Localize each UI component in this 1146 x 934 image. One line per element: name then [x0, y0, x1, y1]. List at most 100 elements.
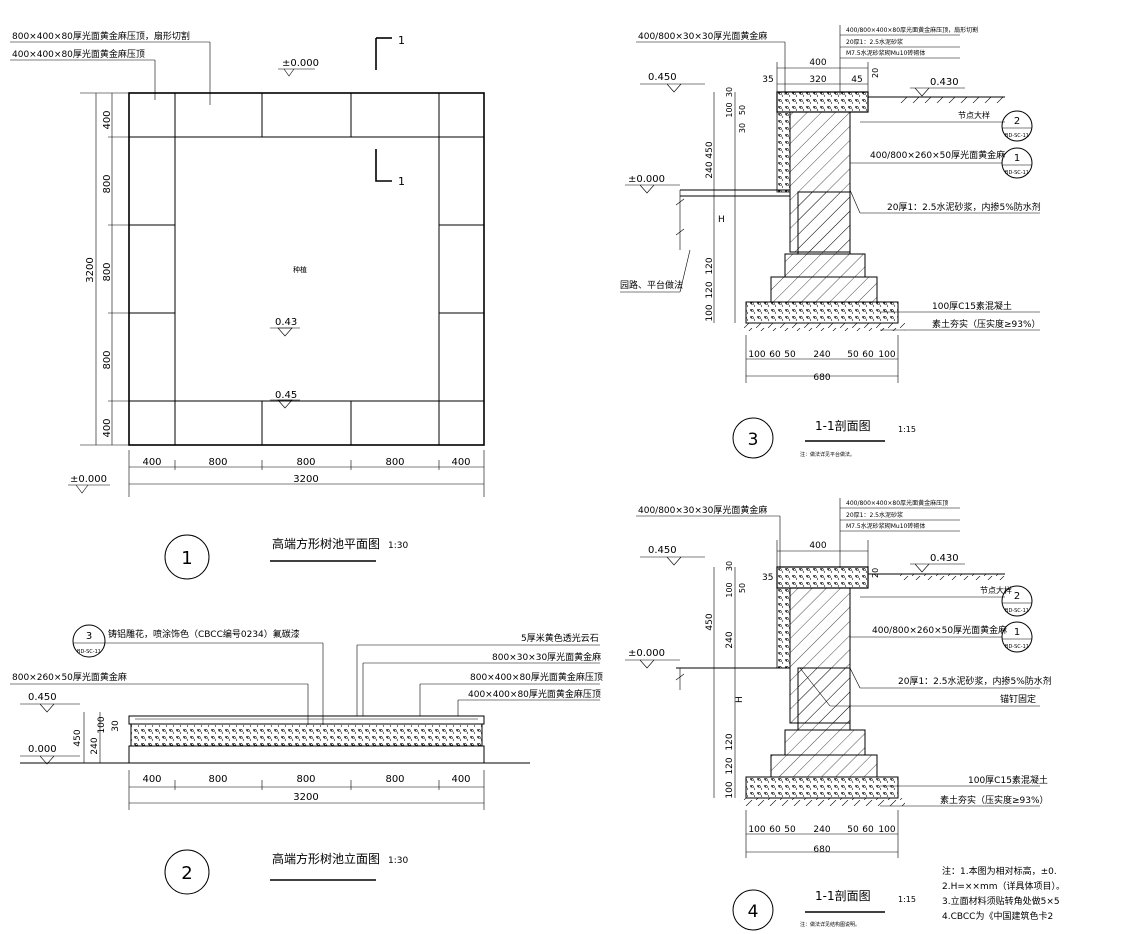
plan-dim-v-4: 800 — [102, 350, 113, 369]
s3-note-b: 20厚1：2.5水泥砂浆 — [846, 38, 903, 46]
plan-detail-no: 1 — [181, 548, 192, 569]
note-4: 4.CBCC为《中国建筑色卡2 — [942, 910, 1053, 922]
plan-scale: 1:30 — [388, 541, 408, 551]
elev-dim-100: 100 — [97, 716, 107, 733]
elev-note-2: 5厚米黄色透光云石 — [521, 632, 599, 644]
s3-note-top: 400/800×30×30厚光面黄金麻 — [638, 30, 767, 42]
s4-title: 1-1剖面图 — [815, 889, 871, 903]
s3-note-a: 400/800×400×80厚光面黄金麻压顶，扇形切割 — [846, 26, 978, 34]
s4-dim-v-120b: 120 — [725, 757, 735, 774]
note-1: 注：1.本图为相对标高，±0. — [942, 865, 1057, 877]
s4-concrete — [745, 776, 899, 799]
s3-dim-v-100: 100 — [725, 102, 734, 117]
plan-level-043: 0.43 — [275, 317, 297, 328]
s3-dim-v-100b: 100 — [705, 304, 715, 321]
plan-view: 800×400×80厚光面黄金麻压顶，扇形切割 400×400×80厚光面黄金麻… — [10, 30, 485, 580]
plan-dim-v-5: 400 — [102, 418, 113, 437]
s4-level-right: 0.430 — [930, 553, 959, 564]
s3-scale: 1:15 — [898, 425, 916, 434]
elev-coping — [128, 715, 485, 725]
s3-label-path: 园路、平台做法 — [620, 279, 683, 291]
elev-level-450: 0.450 — [28, 692, 57, 703]
s3-dim-680: 680 — [813, 373, 830, 383]
s4-dim-20: 20 — [871, 568, 880, 578]
s4-dim-b-5: 50 — [847, 825, 859, 835]
s4-level-left: 0.450 — [648, 545, 677, 556]
s4-dim-b-6: 60 — [862, 825, 874, 835]
s3-callout-b-ref: BD-SC-11 — [1005, 170, 1029, 176]
general-notes: 注：1.本图为相对标高，±0. 2.H=××mm（详具体项目）。 3.立面材料须… — [942, 862, 1140, 924]
elev-note-4: 800×260×50厚光面黄金麻 — [12, 671, 127, 683]
s4-dim-H: H — [735, 696, 745, 703]
plan-dim-h-3: 800 — [296, 457, 315, 468]
plan-dim-h-total: 3200 — [293, 474, 318, 485]
s3-note-stone: 400/800×260×50厚光面黄金麻 — [870, 149, 1005, 161]
elev-dim-30: 30 — [111, 720, 121, 732]
s3-dim-b-2: 60 — [769, 350, 781, 360]
s3-foot: 注：做法详见平台做法。 — [800, 451, 855, 458]
s4-ref-node: 节点大样 — [980, 585, 1012, 595]
elev-title: 高端方形树池立面图 — [272, 851, 380, 866]
plan-cut-mark-top: 1 — [398, 34, 405, 47]
s3-dim-b-1: 100 — [748, 350, 765, 360]
plan-note-top1: 800×400×80厚光面黄金麻压顶，扇形切割 — [12, 30, 190, 42]
elev-note-5: 800×400×80厚光面黄金麻压顶 — [470, 671, 603, 683]
s4-dim-b-4: 240 — [813, 825, 830, 835]
elev-dim-h-5: 400 — [451, 774, 470, 785]
s4-callout-b-ref: BD-SC-11 — [1005, 644, 1029, 650]
s4-note-soil: 素土夯实（压实度≥93%） — [940, 794, 1049, 806]
s4-scale: 1:15 — [898, 895, 916, 904]
s3-dim-20: 20 — [871, 68, 880, 78]
s4-dim-b-3: 50 — [784, 825, 796, 835]
elevation-view: 3 BD-SC-11 铸铝雕花，喷涂饰色（CBCC编号0234）氟碳漆 5厚米黄… — [10, 624, 603, 895]
s4-note-c: M7.5水泥砂浆砌Mu10砖砌体 — [846, 522, 925, 530]
s4-dim-v-30: 30 — [725, 561, 734, 571]
s3-dim-v-30b: 30 — [738, 123, 747, 133]
plan-level-zero: ±0.000 — [282, 58, 319, 69]
s3-dim-H: H — [718, 215, 725, 225]
plan-dim-h-4: 800 — [385, 457, 404, 468]
elev-callout-no: 3 — [86, 631, 92, 642]
s3-dim-v-240: 240 — [705, 161, 715, 178]
s3-dim-b-6: 60 — [862, 350, 874, 360]
s4-callout-a-no: 2 — [1014, 591, 1020, 602]
s3-level-right: 0.430 — [930, 77, 959, 88]
s3-ref-node: 节点大样 — [958, 110, 990, 120]
elev-dim-total: 3200 — [293, 792, 318, 803]
s3-dim-v-120b: 120 — [705, 281, 715, 298]
s3-note-concrete: 100厚C15素混凝土 — [932, 300, 1012, 312]
s4-dim-b-7: 100 — [878, 825, 895, 835]
section-4: 400/800×30×30厚光面黄金麻 400/800×400×80厚光面黄金麻… — [625, 498, 1052, 931]
s4-dim-v-120a: 120 — [725, 733, 735, 750]
plan-title: 高端方形树池平面图 — [272, 536, 380, 551]
plan-dim-h-2: 800 — [208, 457, 227, 468]
s3-dim-top-35: 35 — [762, 75, 773, 85]
s4-detail-no: 4 — [748, 902, 759, 922]
s4-dim-v-100b: 100 — [725, 781, 735, 798]
s4-callout-a-ref: BD-SC-11 — [1005, 608, 1029, 614]
s4-dim-v-100: 100 — [725, 582, 734, 597]
elev-note-1: 铸铝雕花，喷涂饰色（CBCC编号0234）氟碳漆 — [108, 628, 300, 640]
s4-dim-450: 450 — [705, 613, 715, 630]
s3-concrete — [745, 301, 899, 324]
plan-detail-circle — [164, 534, 210, 580]
s4-dim-400: 400 — [809, 541, 826, 551]
s3-dim-top-320: 320 — [809, 75, 826, 85]
elev-dim-240: 240 — [90, 737, 100, 754]
s4-note-a: 400/800×400×80厚光面黄金麻压顶 — [846, 499, 948, 507]
s3-dim-v-30: 30 — [725, 87, 734, 97]
s3-level-left: 0.450 — [648, 72, 677, 83]
s3-dim-450: 450 — [705, 141, 715, 158]
s3-callout-a-no: 2 — [1014, 116, 1020, 127]
s3-dim-b-7: 100 — [878, 350, 895, 360]
plan-dim-h-5: 400 — [451, 457, 470, 468]
s3-level-zero: ±0.000 — [628, 174, 665, 185]
s3-title: 1-1剖面图 — [815, 419, 871, 433]
s3-dim-v-50: 50 — [738, 105, 747, 115]
elev-note-6: 400×400×80厚光面黄金麻压顶 — [468, 688, 601, 700]
s3-dim-top-45: 45 — [851, 75, 862, 85]
s4-dim-b-1: 100 — [748, 825, 765, 835]
s4-note-stone: 400/800×260×50厚光面黄金麻 — [872, 624, 1007, 636]
s4-coping — [776, 566, 869, 589]
